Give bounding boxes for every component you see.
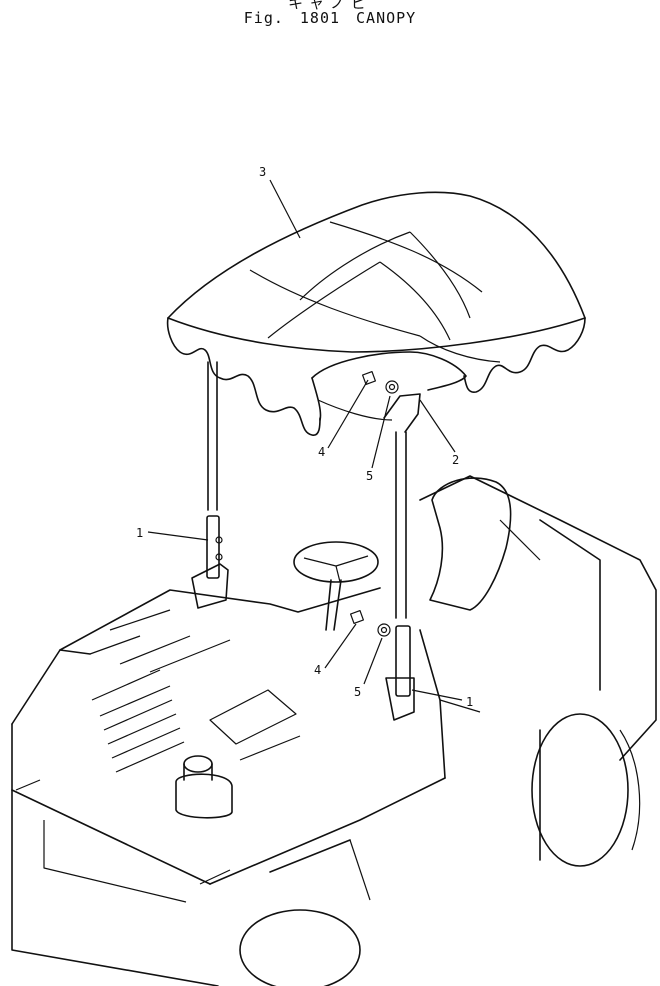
callout-leaders [147,179,463,701]
right-canopy-post [383,393,421,721]
machine-body [11,475,657,986]
upper-bolts [361,370,399,394]
callout-5-upper: 5 [366,469,373,483]
fig-number: 1801 [299,9,341,27]
callout-3: 3 [259,165,266,179]
figure-title: Fig. 1801 CANOPY [0,9,660,27]
left-canopy-post [206,361,223,579]
callout-1-left: 1 [136,526,143,540]
callout-4-lower: 4 [314,663,321,677]
callout-2: 2 [452,453,459,467]
figure-title-japanese: キャノピ [287,0,372,12]
lower-bolts [349,609,391,637]
callout-5-lower: 5 [354,685,361,699]
canopy-roof [166,191,586,436]
callout-1-right: 1 [466,695,473,709]
callout-4-upper: 4 [318,445,325,459]
fig-label: Fig. [243,9,284,27]
fig-name: CANOPY [356,9,417,27]
